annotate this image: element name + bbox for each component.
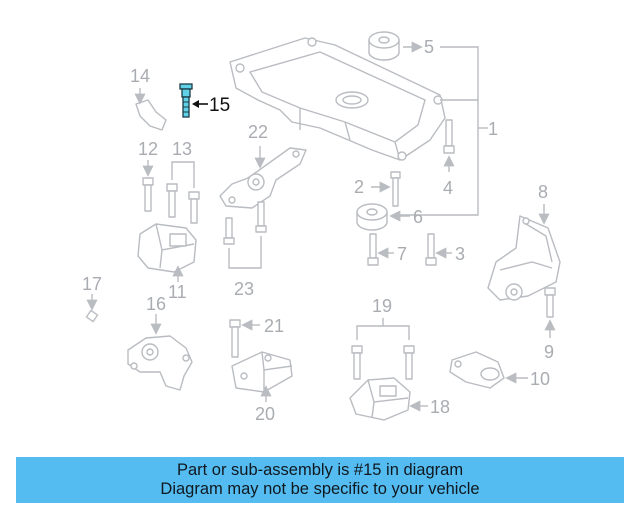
bolt-part-3 [425, 233, 437, 266]
callout-22: 22 [248, 122, 268, 142]
callout-23: 23 [234, 279, 254, 299]
bolt-part-9 [544, 287, 556, 318]
mount-part-20 [231, 351, 293, 393]
callout-8: 8 [538, 182, 548, 202]
bolt-part-2 [390, 171, 401, 207]
bolt-part-21 [229, 319, 241, 358]
parts-diagram: 1 5 2 4 6 7 3 [82, 31, 561, 424]
callout-15: 15 [209, 95, 230, 116]
callout-19: 19 [372, 296, 392, 316]
mount-part-11 [137, 223, 197, 273]
callout-3: 3 [455, 244, 465, 264]
callout-21: 21 [264, 316, 284, 336]
callout-4: 4 [443, 178, 453, 198]
bolt-part-17 [85, 309, 127, 344]
callout-20: 20 [255, 404, 275, 424]
bolt-part-7 [367, 233, 379, 266]
callout-17: 17 [82, 274, 102, 294]
callout-9: 9 [544, 342, 554, 362]
banner-line-1: Part or sub-assembly is #15 in diagram [176, 461, 464, 479]
bolts-part-13 [166, 183, 200, 224]
callout-13: 13 [172, 139, 192, 159]
callout-5: 5 [424, 37, 434, 57]
info-banner: Part or sub-assembly is #15 in diagram D… [16, 457, 624, 503]
bracket-part-14 [135, 99, 167, 131]
callout-7: 7 [397, 244, 407, 264]
bolt-part-12 [142, 177, 154, 212]
subframe-part-1 [229, 37, 446, 161]
callout-16: 16 [146, 294, 166, 314]
bushing-part-5 [368, 31, 400, 61]
bolts-part-23 [223, 201, 267, 245]
callout-12: 12 [138, 139, 158, 159]
bolt-part-15-highlighted [179, 83, 193, 118]
mount-part-16 [127, 335, 193, 391]
callout-14: 14 [130, 66, 150, 86]
mount-part-18 [349, 377, 411, 421]
callout-2: 2 [354, 177, 364, 197]
bracket-part-8 [487, 215, 561, 301]
callout-11: 11 [168, 282, 187, 302]
mount-part-10 [449, 351, 505, 389]
bolts-part-19 [351, 345, 415, 380]
torque-arm-part-22 [219, 147, 307, 209]
bolt-part-4 [443, 119, 455, 154]
bushing-part-6 [356, 203, 388, 231]
callout-10: 10 [530, 369, 550, 389]
callout-6: 6 [413, 207, 423, 227]
callout-18: 18 [430, 397, 450, 417]
callout-1: 1 [488, 119, 498, 139]
banner-line-2: Diagram may not be specific to your vehi… [160, 480, 480, 498]
